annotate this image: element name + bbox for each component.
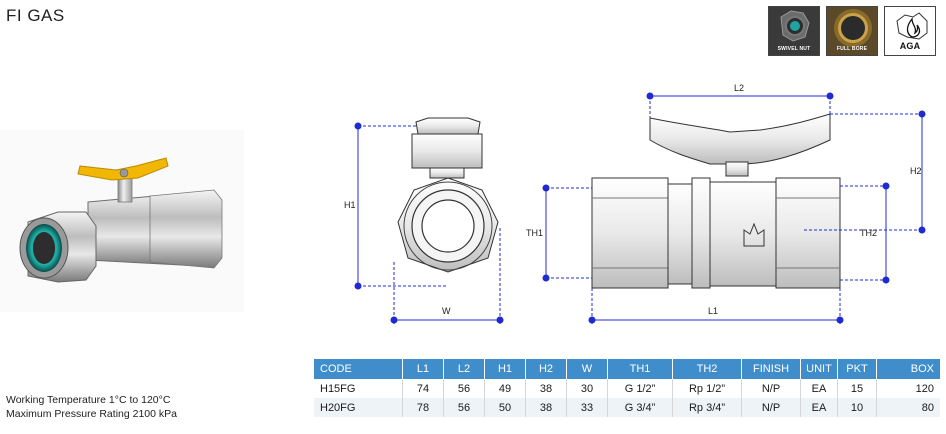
working-temperature: Working Temperature 1°C to 120°C [6, 394, 171, 406]
table-cell: 15 [837, 379, 877, 398]
table-cell: 30 [566, 379, 608, 398]
page-title: FI GAS [6, 6, 65, 25]
table-cell: Rp 3/4” [672, 398, 742, 417]
table-cell: G 3/4” [607, 398, 673, 417]
col-header: PKT [837, 359, 877, 379]
max-pressure-rating: Maximum Pressure Rating 2100 kPa [6, 408, 177, 420]
dim-label-w: W [442, 306, 451, 316]
col-header: H1 [484, 359, 526, 379]
dim-label-l1: L1 [708, 306, 718, 316]
dim-label-th2: TH2 [860, 228, 877, 238]
table-cell: EA [800, 379, 838, 398]
table-cell: 38 [525, 398, 567, 417]
col-header: UNIT [800, 359, 838, 379]
table-cell: 50 [484, 398, 526, 417]
end-view-dimensions [354, 122, 504, 324]
badge-label: AGA [899, 41, 921, 51]
swivel-nut-icon [769, 7, 819, 55]
side-view-dimensions [542, 92, 926, 324]
table-cell: 56 [443, 398, 485, 417]
table-cell: 56 [443, 379, 485, 398]
col-header: CODE [314, 359, 403, 379]
table-cell: 33 [566, 398, 608, 417]
badge-label: SWIVEL NUT [777, 46, 811, 52]
badge-full-bore: FULL BORE [826, 6, 878, 56]
table-cell: 10 [837, 398, 877, 417]
table-row: H20FG 78 56 50 38 33 G 3/4” Rp 3/4” N/P … [314, 398, 940, 417]
table-cell: 80 [876, 398, 940, 417]
table-row: H15FG 74 56 49 38 30 G 1/2” Rp 1/2” N/P … [314, 379, 940, 398]
dim-label-l2: L2 [734, 83, 744, 93]
col-header: TH1 [607, 359, 673, 379]
table-cell: H20FG [314, 398, 403, 417]
col-header: FINISH [741, 359, 801, 379]
dim-label-h1: H1 [344, 200, 356, 210]
table-cell: G 1/2” [607, 379, 673, 398]
technical-drawing: H1 W [344, 83, 926, 324]
product-photo [0, 130, 244, 312]
table-cell: H15FG [314, 379, 403, 398]
col-header: BOX [876, 359, 940, 379]
table-cell: 78 [402, 398, 444, 417]
aga-flame-australia-icon [896, 12, 928, 40]
spec-notes: Working Temperature 1°C to 120°C Maximum… [6, 393, 177, 421]
table-cell: EA [800, 398, 838, 417]
col-header: H2 [525, 359, 567, 379]
table-cell: N/P [741, 398, 801, 417]
table-cell: 74 [402, 379, 444, 398]
table-header-row: CODE L1 L2 H1 H2 W TH1 TH2 FINISH UNIT P… [314, 359, 940, 379]
dim-label-th1: TH1 [526, 228, 543, 238]
spec-table: CODE L1 L2 H1 H2 W TH1 TH2 FINISH UNIT P… [314, 359, 940, 417]
table-cell: Rp 1/2” [672, 379, 742, 398]
col-header: L2 [443, 359, 485, 379]
col-header: L1 [402, 359, 444, 379]
badge-label: FULL BORE [836, 46, 868, 52]
table-cell: 120 [876, 379, 940, 398]
col-header: W [566, 359, 608, 379]
full-bore-icon [827, 7, 877, 55]
dim-label-h2: H2 [910, 166, 922, 176]
end-view [397, 117, 499, 273]
badge-swivel-nut: SWIVEL NUT [768, 6, 820, 56]
side-view [591, 113, 841, 289]
table-cell: 49 [484, 379, 526, 398]
badge-aga: AGA [884, 6, 936, 56]
col-header: TH2 [672, 359, 742, 379]
table-cell: 38 [525, 379, 567, 398]
table-cell: N/P [741, 379, 801, 398]
